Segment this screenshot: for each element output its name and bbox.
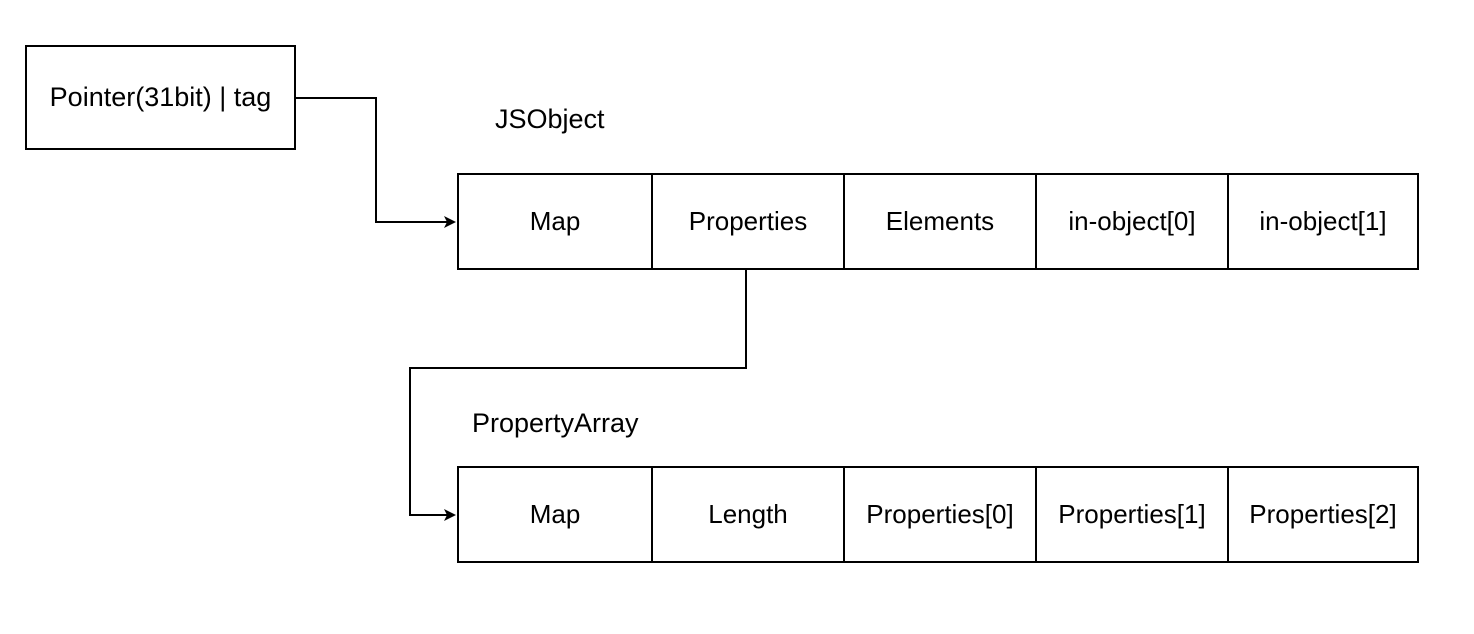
propertyarray-title: PropertyArray [472,408,639,438]
jsobject-field-in-object-1: in-object[1] [1227,175,1417,268]
propertyarray-field-properties-2: Properties[2] [1227,468,1417,561]
propertyarray-row: Map Length Properties[0] Properties[1] P… [457,466,1419,563]
jsobject-row: Map Properties Elements in-object[0] in-… [457,173,1419,270]
propertyarray-field-length: Length [651,468,843,561]
jsobject-field-properties: Properties [651,175,843,268]
pointer-box-label: Pointer(31bit) | tag [49,82,272,112]
pointer-to-jsobject-arrow [296,97,456,228]
jsobject-field-map: Map [529,206,581,236]
jsobject-title: JSObject [495,104,605,134]
pointer-box: Pointer(31bit) | tag [25,45,296,150]
jsobject-field-elements: Elements [843,175,1035,268]
propertyarray-field-properties-0: Properties[0] [843,468,1035,561]
propertyarray-field-map: Map [529,499,581,529]
propertyarray-field-properties-1: Properties[1] [1035,468,1227,561]
properties-to-propertyarray-arrow [409,270,747,521]
jsobject-field-in-object-0: in-object[0] [1035,175,1227,268]
